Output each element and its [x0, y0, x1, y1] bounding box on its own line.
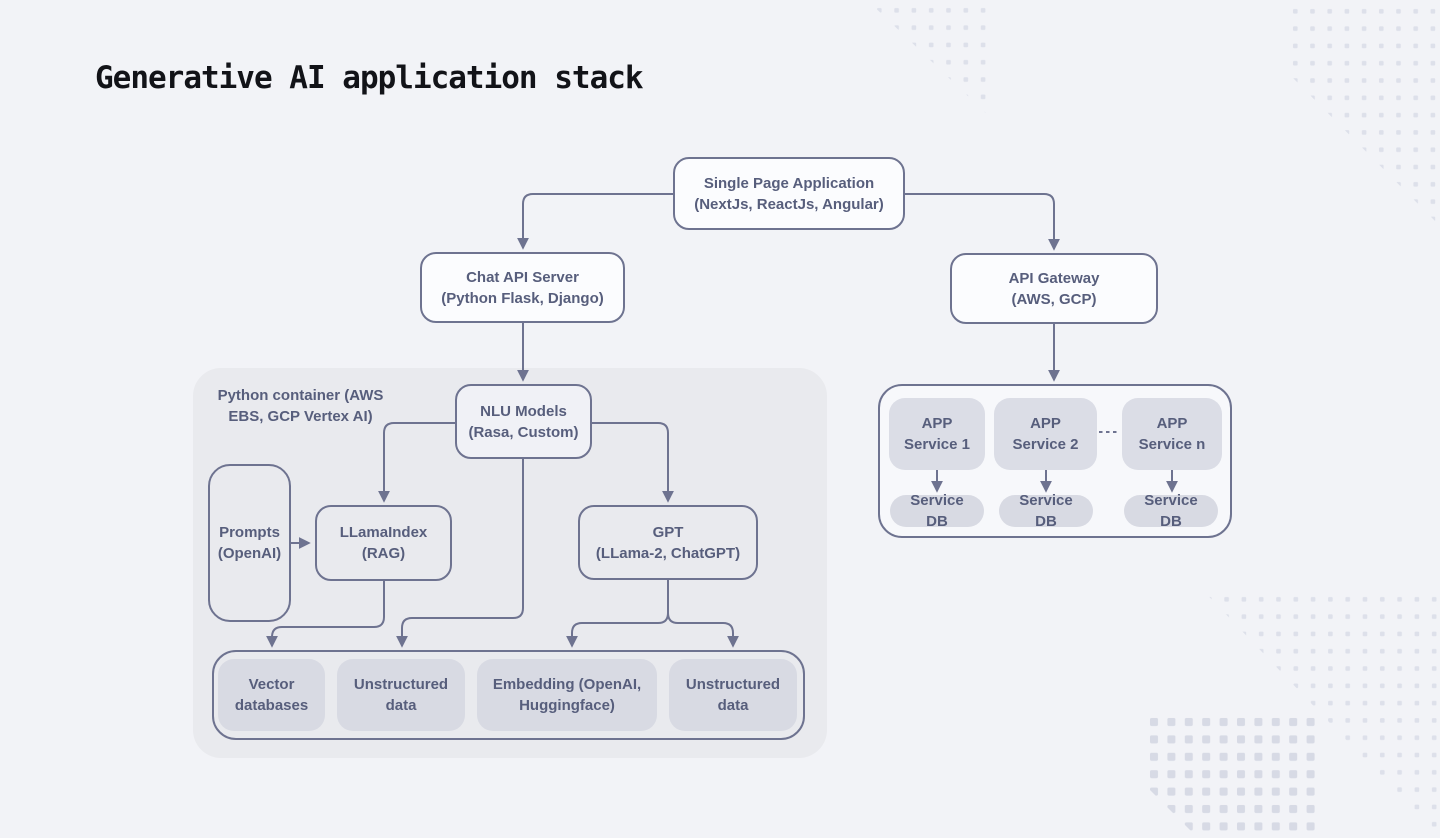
data-layer-frame [212, 650, 805, 740]
chip-app-service-n: APP Service n [1122, 398, 1222, 470]
node-gpt: GPT (LLama-2, ChatGPT) [578, 505, 758, 580]
node-chat-api-server: Chat API Server (Python Flask, Django) [420, 252, 625, 323]
pill-unstructured-data-1: Unstructured data [337, 659, 465, 731]
dots-pattern-bottom-right [1148, 714, 1322, 838]
page-title: Generative AI application stack [95, 60, 644, 96]
pill-service-db-3: Service DB [1124, 492, 1218, 530]
pill-unstructured-data-2: Unstructured data [669, 659, 797, 731]
pill-vector-databases: Vector databases [218, 659, 325, 731]
pill-service-db-1: Service DB [890, 492, 984, 530]
node-nlu-models: NLU Models (Rasa, Custom) [455, 384, 592, 459]
node-single-page-application: Single Page Application (NextJs, ReactJs… [673, 157, 905, 230]
python-container-label: Python container (AWS EBS, GCP Vertex AI… [217, 387, 384, 425]
node-api-gateway: API Gateway (AWS, GCP) [950, 253, 1158, 324]
chip-app-service-2: APP Service 2 [994, 398, 1097, 470]
dots-pattern-top-center [873, 2, 995, 122]
dots-pattern-top-right [1291, 2, 1440, 226]
chip-app-service-1: APP Service 1 [889, 398, 985, 470]
pill-service-db-2: Service DB [999, 492, 1093, 530]
node-llamaindex: LLamaIndex (RAG) [315, 505, 452, 581]
node-prompts: Prompts (OpenAI) [208, 464, 291, 622]
pill-embedding: Embedding (OpenAI, Huggingface) [477, 659, 657, 731]
dots-pattern-mid-right [1203, 590, 1440, 838]
